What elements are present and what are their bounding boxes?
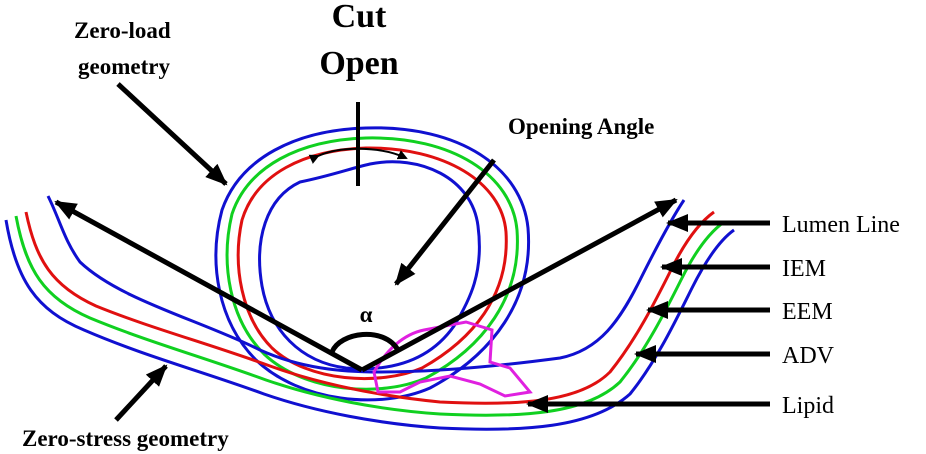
adv-label: ADV [782,343,835,369]
zero-load-label-line1: Zero-load [74,18,171,43]
zero-load-label-line2: geometry [78,54,170,79]
ring-iem-contour [236,146,508,381]
opening-angle-right-arm [360,197,678,373]
opening-angle-arc [329,332,401,354]
opening-angle-left-arm [54,199,364,373]
eem-label: EEM [782,299,833,325]
strip-eem-contour [14,215,725,417]
cut-open-label-line2: Open [319,45,398,82]
opening-angle-label: Opening Angle [508,114,654,139]
lumen-line-label: Lumen Line [782,212,900,238]
cut-open-label-line1: Cut [332,0,387,35]
alpha-symbol: α [360,302,373,327]
opening-angle-arrow [394,158,496,286]
ring-eem-contour [225,136,519,391]
ring-adv-contour [214,126,531,402]
zero-load-ring [214,126,531,402]
cut-spread-arrow [308,147,408,164]
strip-lumen-contour [46,195,686,374]
zero-stress-label: Zero-stress geometry [22,426,229,451]
lipid-label: Lipid [782,393,834,419]
lipid-pool [372,320,533,398]
strip-iem-contour [24,210,715,405]
zero-load-arrow [116,82,228,186]
zero-stress-arrow [114,364,168,422]
ring-lumen-contour [258,160,481,371]
iem-label: IEM [782,256,826,282]
